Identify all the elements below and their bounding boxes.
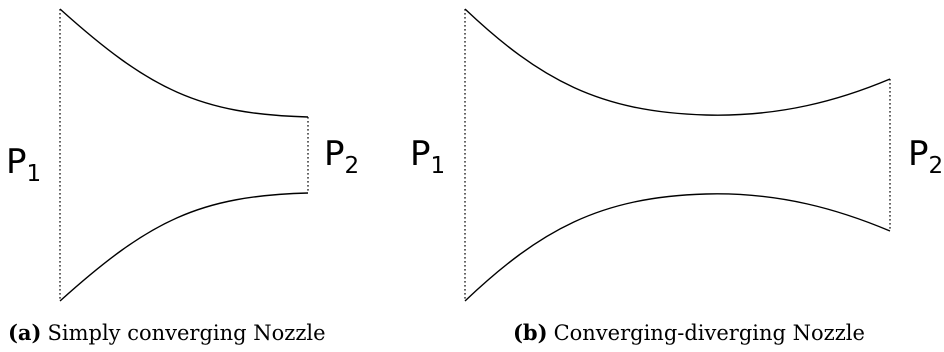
caption-b-text: Converging-diverging Nozzle <box>554 321 865 345</box>
nozzle-a-lower-wall <box>59 192 309 302</box>
caption-a-tag: (a) <box>8 320 41 345</box>
caption-a: (a)Simply converging Nozzle <box>8 320 326 345</box>
nozzle-b-outlet-pressure-label: P2 <box>908 134 943 179</box>
panel-a: P1 P2 (a)Simply converging Nozzle <box>6 8 359 345</box>
caption-a-text: Simply converging Nozzle <box>47 321 325 345</box>
nozzle-b-inlet-pressure-label: P1 <box>410 134 445 179</box>
nozzle-b-upper-wall <box>464 8 891 116</box>
nozzle-b-lower-wall <box>464 193 891 302</box>
caption-b: (b)Converging-diverging Nozzle <box>513 320 865 345</box>
panel-b: P1 P2 (b)Converging-diverging Nozzle <box>410 8 943 345</box>
nozzle-a-outlet-pressure-label: P2 <box>324 134 359 179</box>
nozzle-a-upper-wall <box>59 8 309 118</box>
nozzle-a-inlet-pressure-label: P1 <box>6 142 41 187</box>
caption-b-tag: (b) <box>513 320 548 345</box>
